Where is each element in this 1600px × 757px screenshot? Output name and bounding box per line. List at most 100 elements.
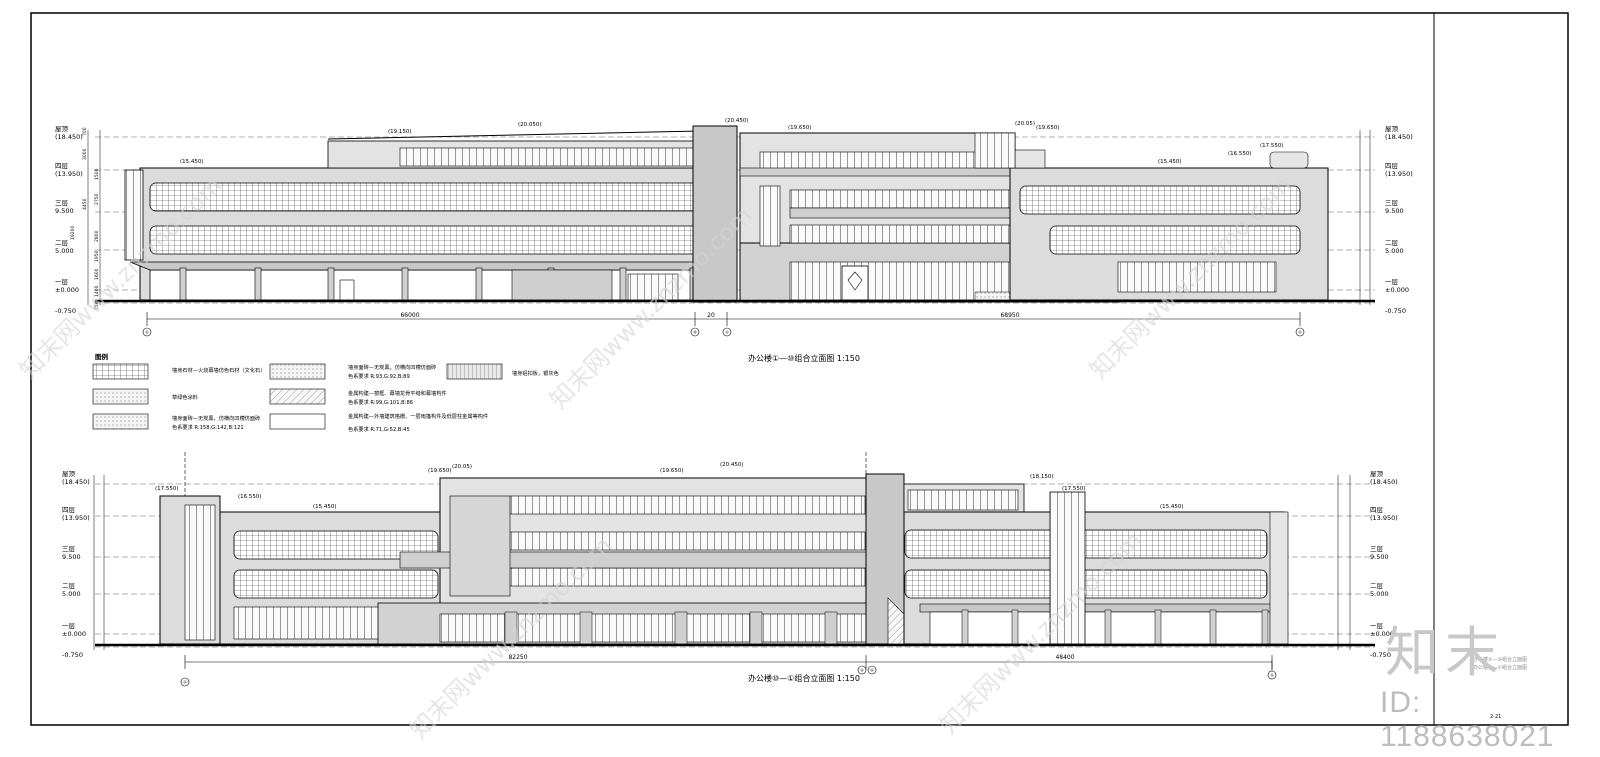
bottom-east-stair-glazing [1049,491,1086,645]
elevation-title-top: 办公楼①—⑩组合立面图 1:150 [748,353,860,363]
dimension-line-bottom [184,452,1273,672]
svg-text:(20.05): (20.05) [452,464,472,470]
svg-text:二层: 二层 [55,239,69,247]
svg-text:(18.450): (18.450) [1370,478,1398,486]
main-entrance-door [841,265,869,301]
svg-text:(20.450): (20.450) [725,118,749,124]
level-labels-right-top: 屋顶 (18.450) 四层 (13.950) 三层 9.500 二层 5.00… [1385,125,1413,315]
sheet-border [30,12,1569,726]
svg-text:5.000: 5.000 [1370,590,1389,598]
legend-swatch-green-paint [92,388,149,405]
axis-label-1: ① [145,330,149,335]
svg-text:(17.550): (17.550) [1062,486,1086,492]
legend-text-4: 墙身面砖—无炭黑，仿横向凹槽仿面砖 [348,363,436,371]
svg-text:(19.650): (19.650) [660,468,684,474]
legend-color-5: 色系要求 R:99,G:101,B:86 [348,398,413,406]
axis-label-b2: ① [860,668,864,673]
dimension-line-top [146,312,1301,326]
svg-text:1500: 1500 [94,168,100,180]
axis-label-b4: ① [1270,673,1274,678]
east-grille-band-3f [1019,185,1301,215]
east-block [739,132,1016,244]
legend-text-7: 墙身铝扣板，银灰色 [512,369,559,377]
svg-text:-0.750: -0.750 [55,307,76,315]
svg-text:(19.650): (19.650) [1036,125,1060,131]
svg-text:5.000: 5.000 [62,590,81,598]
vertical-dims-top: 700 3000 1500 2750 4450 2800 1950 19200 … [70,127,100,310]
svg-text:±0.000: ±0.000 [62,630,86,638]
west-4f-windows [399,147,701,167]
svg-text:1950: 1950 [94,250,100,262]
svg-text:±0.000: ±0.000 [55,286,79,294]
legend-swatch-tile-1 [92,413,149,430]
svg-text:一层: 一层 [62,622,76,630]
svg-text:(15.450): (15.450) [1160,504,1184,510]
bottom-grille-3f-west [233,530,439,560]
svg-text:(18.450): (18.450) [55,133,83,141]
svg-text:(13.950): (13.950) [62,514,90,522]
svg-text:±0.000: ±0.000 [1385,286,1409,294]
svg-text:4450: 4450 [82,198,88,210]
dim-west-length: 66000 [400,312,419,319]
svg-text:一层: 一层 [1370,622,1384,630]
door [339,279,355,301]
svg-text:9.500: 9.500 [1385,207,1404,215]
svg-text:1400: 1400 [94,285,100,297]
logo-sub-2: 办公楼⑩—①组合立面图 [1473,664,1527,671]
svg-text:(13.950): (13.950) [1370,514,1398,522]
height-tags-top: (15.450) (19.150) (20.050) (20.450) (19.… [180,118,1284,165]
svg-text:2800: 2800 [94,230,100,242]
svg-text:(19.150): (19.150) [388,129,412,135]
elevation-title-bottom: 办公楼⑩—①组合立面图 1:150 [748,673,860,683]
bottom-4f-windows [509,495,866,515]
height-tags-bottom: (17.550) (16.550) (15.450) (19.650) (20.… [155,462,1184,510]
svg-text:700: 700 [82,127,88,136]
svg-text:(17.550): (17.550) [1260,143,1284,149]
bottom-grille-2f-east [904,569,1268,599]
svg-text:(19.650): (19.650) [788,125,812,131]
legend-text-6: 金属构建—外墙建筑格栅、一层雨篷构件及低层柱金属等构件 [348,412,488,420]
legend-text-3: 墙身面砖—无炭黑，仿横向凹槽仿面砖 [172,414,260,422]
svg-text:2750: 2750 [94,193,100,205]
svg-text:四层: 四层 [1385,162,1399,170]
watermark-id: ID: 1188638021 [1380,686,1555,753]
svg-text:5.000: 5.000 [1385,247,1404,255]
stair-tower-glazing [184,504,216,641]
dim-bottom-east: 48400 [1055,654,1074,661]
axis-label-4: ① [1298,330,1302,335]
east-wing-ground-windows [1117,261,1277,293]
canopy-west [129,261,721,271]
legend-color-6: 色系要求 R:71,G:52,B:45 [348,425,410,433]
axis-bubbles-bottom [180,665,1277,687]
legend-swatch-tile-2 [269,363,326,380]
svg-text:(17.550): (17.550) [155,486,179,492]
svg-text:1600: 1600 [94,268,100,280]
svg-text:(16.550): (16.550) [238,494,262,500]
svg-text:-0.750: -0.750 [62,651,83,659]
legend-text-1: 墙身石材—火烧幕墙仿色石材（文化石） [172,366,265,374]
bottom-grille-2f-west [233,569,439,599]
bottom-3f-windows [509,531,866,551]
elevation-bottom: 82250 48400 ① ① ① ① 屋顶 (18.450) 四层 (13.9… [62,452,1398,687]
svg-text:一层: 一层 [1385,278,1399,286]
vertical-dim-chain-top [87,130,1371,305]
legend-swatch-stone [92,363,149,380]
bottom-canopy-east [919,603,1283,613]
svg-text:二层: 二层 [62,582,76,590]
legend-color-4: 色系要求 R:93,G:92,B:89 [348,372,410,380]
legend-swatch-metal-grille [269,413,326,430]
legend-title: 图例 [95,352,109,361]
svg-text:3000: 3000 [82,148,88,160]
west-lobby-wall [511,269,613,301]
axis-label-b1: ① [183,680,187,685]
east-3f-windows [789,189,1011,209]
svg-text:9.500: 9.500 [55,207,74,215]
west-stair-glazing [124,169,144,261]
svg-text:二层: 二层 [1370,582,1384,590]
svg-text:(16.550): (16.550) [1228,151,1252,157]
svg-text:(20.450): (20.450) [720,462,744,468]
svg-text:(20.05): (20.05) [1015,121,1035,127]
svg-text:屋顶: 屋顶 [1370,470,1384,478]
axis-label-3: ① [725,330,729,335]
